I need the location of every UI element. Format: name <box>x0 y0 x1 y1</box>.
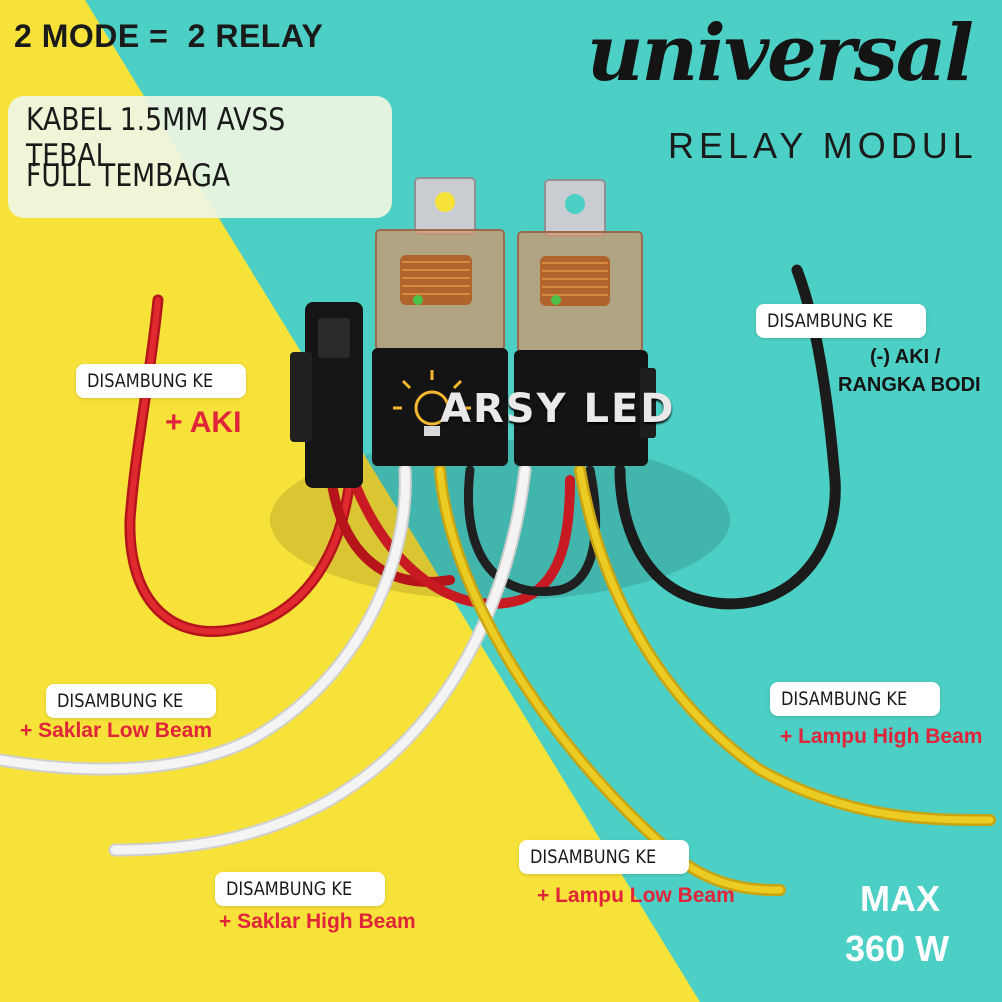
target-aki-plus: + AKI <box>165 406 242 439</box>
power-watt-value: 360 W <box>845 928 950 969</box>
red-wire-aki-highlight <box>126 297 353 635</box>
target-lampu-low: + Lampu Low Beam <box>537 884 735 907</box>
sun-bulb-icon <box>393 370 471 436</box>
title-relay-modul: RELAY MODUL <box>668 125 978 166</box>
relay-1 <box>372 177 508 466</box>
power-max-label: MAX <box>860 878 940 919</box>
cable-info-box: KABEL 1.5MM AVSS TEBAL FULL TEMBAGA <box>8 96 392 218</box>
white-wire-saklar-low <box>0 465 410 774</box>
equals-sign: = <box>149 18 169 54</box>
relay-2 <box>514 179 656 466</box>
title-universal: universal <box>586 8 974 99</box>
red-wire-loop-2 <box>345 465 575 609</box>
tag-lampu-high: DISAMBUNG KE <box>770 682 941 716</box>
mode-headline: 2 MODE = 2 RELAY <box>14 18 323 55</box>
white-wire-saklar-high <box>110 465 530 855</box>
target-aki-minus-line1: (-) AKI / <box>870 346 941 368</box>
fuse-holder <box>290 302 363 488</box>
teal-background <box>85 0 1002 1002</box>
black-wire-ground <box>614 264 841 610</box>
relay-count: 2 RELAY <box>187 18 324 54</box>
cable-material: FULL TEMBAGA <box>26 158 231 194</box>
target-saklar-high: + Saklar High Beam <box>219 910 416 933</box>
brand-name: ARSY LED <box>410 386 675 432</box>
tag-aki-minus: DISAMBUNG KE <box>756 304 927 338</box>
tag-saklar-high: DISAMBUNG KE <box>215 872 386 906</box>
mode-count: 2 MODE <box>14 18 140 54</box>
target-aki-minus-line2: RANGKA BODI <box>838 374 981 396</box>
wire-bundle <box>0 264 996 896</box>
tag-lampu-low: DISAMBUNG KE <box>519 840 690 874</box>
tag-aki-plus: DISAMBUNG KE <box>76 364 247 398</box>
yellow-wire-lampu-low <box>436 466 784 894</box>
tag-saklar-low: DISAMBUNG KE <box>46 684 217 718</box>
target-lampu-high: + Lampu High Beam <box>780 725 983 748</box>
yellow-wire-lampu-high <box>576 466 994 824</box>
cable-spec: KABEL 1.5MM AVSS TEBAL <box>26 102 286 174</box>
brand-text: ARSY LED <box>440 386 676 432</box>
target-saklar-low: + Saklar Low Beam <box>20 719 213 742</box>
